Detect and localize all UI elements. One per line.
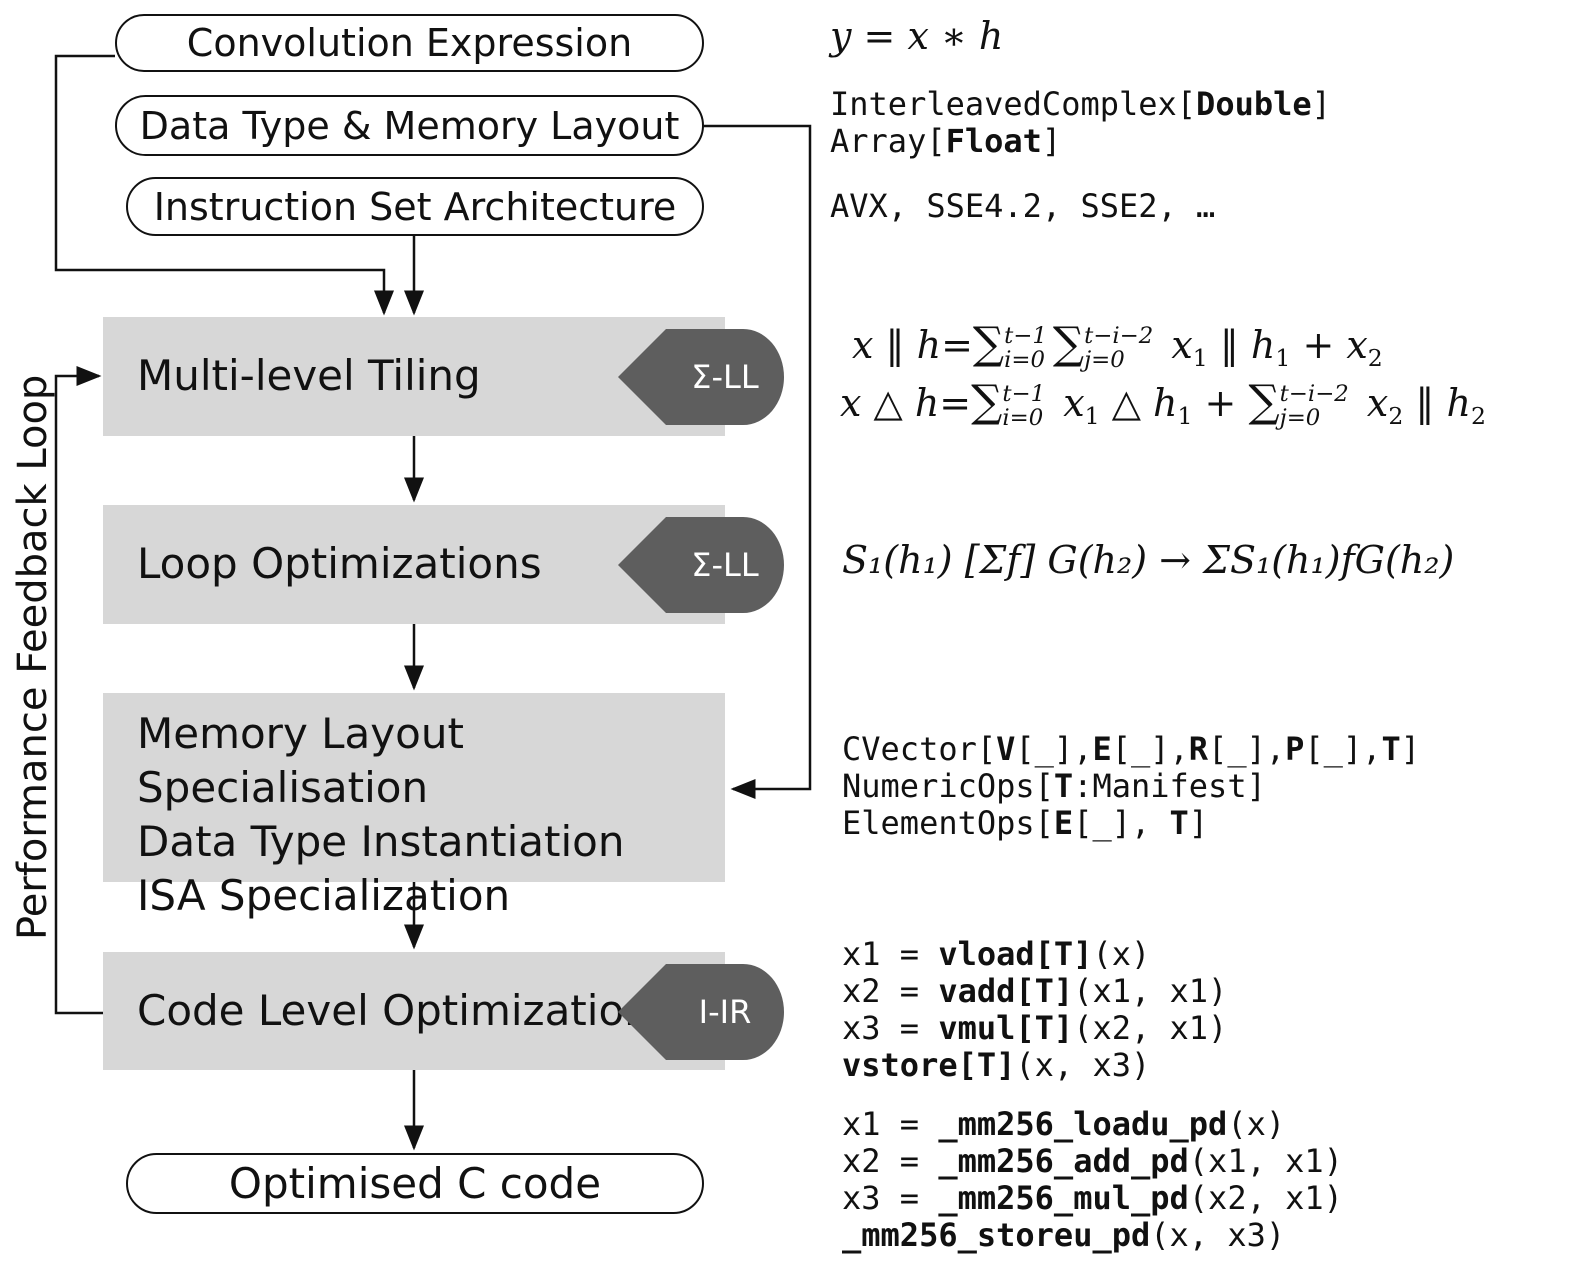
loopopt-tag-label: Σ-LL	[691, 546, 759, 584]
feedback-loop-label: Performance Feedback Loop	[10, 374, 56, 940]
tiling-tag: Σ-LL	[618, 329, 784, 425]
codelevel-tag-label: I-IR	[698, 993, 752, 1031]
generic-ir-code: x1 = vload[T](x) x2 = vadd[T](x1, x1) x3…	[842, 935, 1228, 1084]
isa-label: Instruction Set Architecture	[153, 184, 677, 229]
tiling-stage: Multi-level Tiling	[103, 317, 725, 436]
conv-formula: y = x ∗ h	[830, 14, 1004, 58]
datatype-line: Data Type Instantiation	[137, 817, 625, 866]
isa-spec-line: ISA Specialization	[137, 871, 511, 920]
tiling-label: Multi-level Tiling	[137, 351, 481, 400]
specialisation-annotation: CVector[V[_],E[_],R[_],P[_],T] NumericOp…	[842, 730, 1420, 842]
optimised-c-code-box: Optimised C code	[126, 1153, 704, 1214]
specialisation-stage: Memory Layout Specialisation Data Type I…	[103, 693, 725, 920]
loopopt-tag: Σ-LL	[618, 517, 784, 613]
tiling-tag-label: Σ-LL	[691, 358, 759, 396]
memory-layout-line: Memory Layout Specialisation	[137, 709, 464, 812]
datatype-memory-label: Data Type & Memory Layout	[139, 103, 680, 148]
codelevel-tag: I-IR	[618, 964, 784, 1060]
isa-box: Instruction Set Architecture	[126, 177, 704, 236]
loop-formula: S₁(h₁) [Σf] G(h₂) → ΣS₁(h₁)fG(h₂)	[842, 538, 1455, 582]
loopopt-label: Loop Optimizations	[137, 539, 542, 588]
isa-annotation: AVX, SSE4.2, SSE2, …	[830, 187, 1216, 225]
avx-intrinsics-code: x1 = _mm256_loadu_pd(x) x2 = _mm256_add_…	[842, 1105, 1343, 1254]
codelevel-label: Code Level Optimization	[137, 986, 651, 1035]
codelevel-stage: Code Level Optimization	[103, 952, 725, 1070]
optimised-c-code-label: Optimised C code	[228, 1159, 602, 1208]
datatype-memory-box: Data Type & Memory Layout	[115, 95, 704, 156]
datatype-annotation: InterleavedComplex[Double] Array[Float]	[830, 85, 1331, 160]
convolution-expression-label: Convolution Expression	[186, 21, 633, 65]
convolution-expression-box: Convolution Expression	[115, 14, 704, 72]
